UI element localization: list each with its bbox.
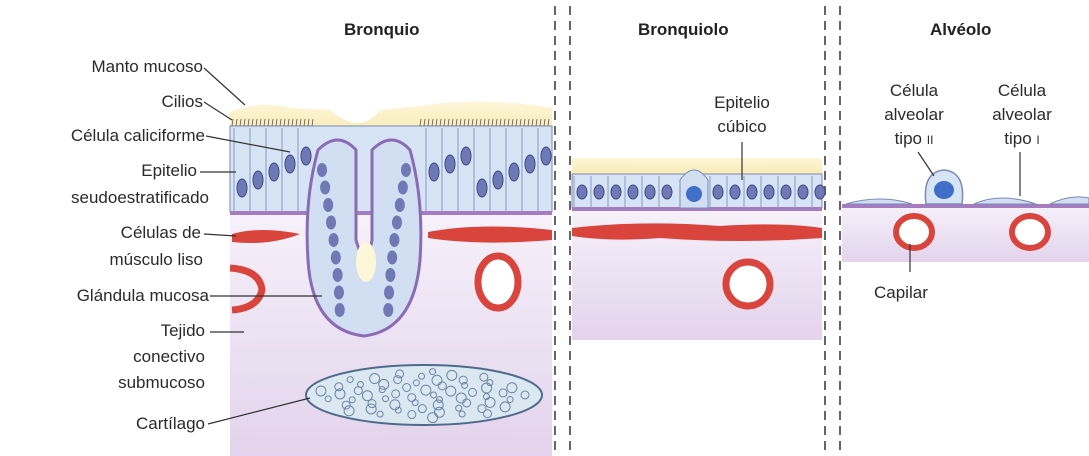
header-bronquiolo: Bronquiolo	[638, 20, 729, 40]
bronquio-vessel-right	[478, 256, 518, 308]
cell-nucleus	[662, 185, 672, 199]
label-epitelio-seudo-line2: seudoestratificado	[71, 187, 209, 208]
label-celula-caliciforme: Célula caliciforme	[71, 125, 205, 146]
label-tipo1-roman: I	[1036, 133, 1039, 147]
cell-nucleus	[509, 163, 519, 181]
label-tipo2-line2: alveolar	[866, 104, 962, 125]
alveolo-capillary-left	[896, 216, 932, 248]
label-capilar: Capilar	[874, 282, 928, 303]
label-tipo1-line2: alveolar	[974, 104, 1070, 125]
label-tipo1-line1: Célula	[974, 80, 1070, 101]
cell-nucleus	[461, 147, 471, 165]
label-glandula: Glándula mucosa	[77, 285, 209, 306]
cell-nucleus	[645, 185, 655, 199]
label-tejido-line1: Tejido	[161, 320, 205, 341]
alveolar-type-ii-nucleus	[934, 181, 954, 199]
cell-nucleus	[611, 185, 621, 199]
alveolo-interstitium	[842, 206, 1089, 262]
cell-nucleus	[798, 185, 808, 199]
label-manto-mucoso: Manto mucoso	[92, 56, 204, 77]
leader-tipo-ii	[918, 152, 934, 176]
label-tejido-line2: conectivo	[133, 346, 205, 367]
cell-nucleus	[285, 155, 295, 173]
label-tipo2-line1: Célula	[866, 80, 962, 101]
label-tipo2-line3: tipo II	[866, 128, 962, 151]
gland-nucleus-left	[323, 198, 333, 212]
cell-nucleus	[747, 185, 757, 199]
leader-cilios	[204, 102, 232, 120]
cell-nucleus	[477, 179, 487, 197]
gland-nucleus-left	[335, 303, 345, 317]
gland-nucleus-right	[398, 181, 408, 195]
label-cilios: Cilios	[161, 91, 203, 112]
label-epitelio-cubico-line1: Epitelio	[702, 92, 782, 113]
gland-nucleus-left	[333, 268, 343, 282]
label-cartilago: Cartílago	[136, 413, 205, 434]
label-musculo-line2: músculo liso	[109, 249, 203, 270]
cell-nucleus	[541, 147, 551, 165]
gland-nucleus-right	[383, 303, 393, 317]
label-tejido-line3: submucoso	[118, 372, 205, 393]
gland-nucleus-left	[320, 181, 330, 195]
gland-nucleus-right	[401, 163, 411, 177]
label-epitelio-seudo-line1: Epitelio	[141, 160, 197, 181]
bronquiolo-club-cell-nucleus	[686, 186, 702, 202]
cell-nucleus	[764, 185, 774, 199]
gland-nucleus-left	[334, 286, 344, 300]
cell-nucleus	[577, 185, 587, 199]
cell-nucleus	[445, 155, 455, 173]
cell-nucleus	[269, 163, 279, 181]
alveolo-capillary-right	[1012, 216, 1048, 248]
alveolar-type-i-cell-1	[846, 199, 912, 204]
cell-nucleus	[493, 171, 503, 189]
gland-nucleus-right	[384, 286, 394, 300]
gland-nucleus-left	[331, 251, 341, 265]
gland-nucleus-right	[387, 251, 397, 265]
cell-nucleus	[713, 185, 723, 199]
bronquiolo-panel	[572, 158, 825, 340]
header-alveolo: Alvéolo	[930, 20, 991, 40]
label-tipo2-roman: II	[927, 133, 934, 147]
cell-nucleus	[781, 185, 791, 199]
gland-nucleus-left	[326, 216, 336, 230]
cell-nucleus	[730, 185, 740, 199]
alveolo-panel	[842, 170, 1089, 262]
cell-nucleus	[815, 185, 825, 199]
label-musculo-line1: Células de	[121, 222, 201, 243]
alveolar-type-i-cell-3	[1050, 197, 1089, 204]
gland-nucleus-right	[385, 268, 395, 282]
bronquiolo-vessel	[726, 262, 770, 306]
cell-nucleus	[429, 163, 439, 181]
header-bronquio: Bronquio	[344, 20, 420, 40]
label-tipo1-line3: tipo I	[974, 128, 1070, 151]
cell-nucleus	[594, 185, 604, 199]
cell-nucleus	[253, 171, 263, 189]
cell-nucleus	[525, 155, 535, 173]
bronquiolo-smooth-muscle	[572, 223, 822, 241]
gland-nucleus-left	[329, 233, 339, 247]
gland-nucleus-left	[317, 163, 327, 177]
gland-nucleus-right	[395, 198, 405, 212]
cell-nucleus	[237, 179, 247, 197]
gland-nucleus-right	[392, 216, 402, 230]
cell-nucleus	[628, 185, 638, 199]
gland-lumen	[356, 242, 376, 282]
leader-manto-mucoso	[204, 68, 245, 105]
label-epitelio-cubico-line2: cúbico	[702, 116, 782, 137]
bronquio-panel	[230, 101, 552, 456]
alveolar-type-i-cell-2	[974, 198, 1036, 204]
gland-nucleus-right	[389, 233, 399, 247]
cell-nucleus	[301, 147, 311, 165]
